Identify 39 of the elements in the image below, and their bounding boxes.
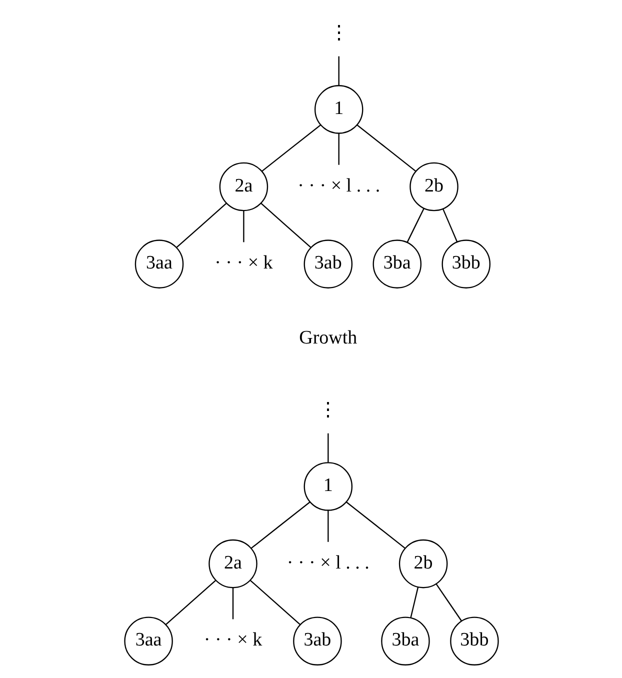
node-circle: 3bb	[450, 616, 498, 666]
node-circle: 2b	[409, 162, 458, 212]
node-circle: 3ba	[380, 616, 430, 666]
node-circle: 3aa	[124, 616, 172, 666]
node-text: ⋮	[318, 400, 338, 422]
connector	[346, 502, 405, 549]
connector	[406, 208, 424, 243]
node-circle: 3ab	[303, 240, 352, 288]
node-circle: 3ba	[372, 240, 422, 288]
node-circle: 1	[303, 462, 352, 511]
connector	[338, 56, 339, 86]
connector	[435, 584, 462, 622]
node-circle: 1	[314, 85, 363, 134]
connector	[242, 210, 244, 242]
node-circle: 3ab	[292, 616, 342, 666]
connector	[327, 510, 328, 542]
node-text: · · · × l . . .	[286, 552, 369, 574]
connector	[165, 580, 216, 625]
connector	[338, 134, 339, 165]
connector	[250, 502, 310, 549]
node-text: · · · × k	[203, 630, 262, 651]
connector	[232, 588, 234, 620]
connector	[327, 433, 328, 462]
connector	[410, 586, 418, 618]
node-text: · · · × k	[214, 252, 272, 274]
connector	[356, 124, 416, 172]
connector	[261, 124, 320, 172]
connector	[176, 203, 226, 248]
node-circle: 2b	[398, 539, 448, 588]
label: Growth	[298, 328, 357, 349]
connector	[260, 203, 311, 248]
connector	[250, 580, 300, 625]
node-circle: 2a	[208, 539, 257, 588]
node-text: · · · × l . . .	[297, 175, 380, 196]
connector	[442, 208, 458, 242]
node-circle: 3aa	[134, 240, 184, 288]
node-circle: 3bb	[441, 240, 490, 288]
node-circle: 2a	[218, 162, 268, 212]
node-text: ⋮	[328, 23, 348, 44]
